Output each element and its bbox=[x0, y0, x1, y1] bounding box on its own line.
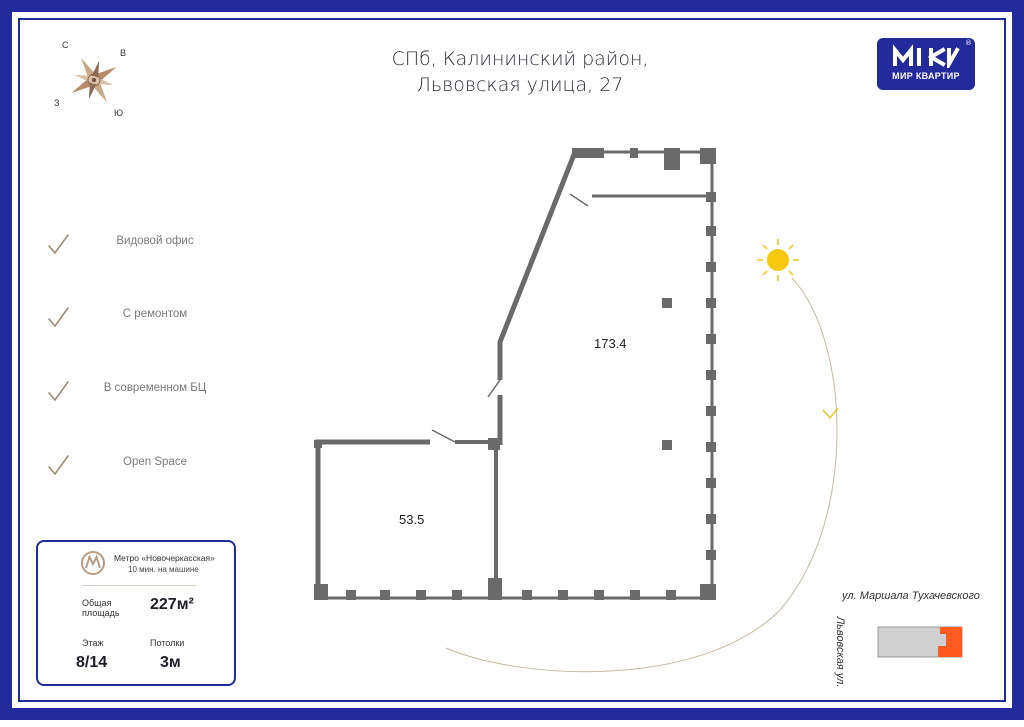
area-label: Общая площадь bbox=[82, 598, 120, 618]
compass-rose: С В З Ю bbox=[48, 38, 138, 122]
check-icon bbox=[48, 234, 69, 255]
page-title: СПб, Калининский район, Львовская улица,… bbox=[340, 46, 700, 98]
brand-logo: МИР КВАРТИР ® bbox=[877, 38, 975, 90]
info-card: Метро «Новочеркасская» 10 мин. на машине… bbox=[36, 540, 236, 686]
compass-south: Ю bbox=[114, 108, 124, 118]
feature-item: С ремонтом bbox=[40, 305, 240, 331]
compass-west: З bbox=[54, 98, 60, 108]
area-label-line-1: Общая bbox=[82, 598, 112, 608]
metro-name: Метро «Новочеркасская» bbox=[114, 553, 215, 563]
metro-icon bbox=[81, 551, 105, 575]
compass-icon bbox=[71, 57, 117, 103]
metro-distance: 10 мин. на машине bbox=[128, 565, 199, 574]
area-value: 227м² bbox=[150, 596, 194, 613]
feature-label: С ремонтом bbox=[122, 308, 188, 320]
feature-item: В современном БЦ bbox=[40, 379, 240, 405]
ceiling-label: Потолки bbox=[150, 638, 185, 648]
check-icon bbox=[48, 381, 69, 402]
title-line-1: СПб, Калининский район, bbox=[391, 48, 649, 70]
info-divider bbox=[82, 585, 196, 586]
mk-logo-icon bbox=[893, 44, 960, 68]
street-main-label: ул. Маршала Тухачевского bbox=[842, 590, 980, 602]
title-line-2: Львовская улица, 27 bbox=[416, 74, 624, 96]
feature-item: Видовой офис bbox=[40, 232, 240, 258]
inner-border bbox=[18, 18, 1006, 702]
floor-label: Этаж bbox=[82, 638, 104, 648]
street-side-label: Львовская ул. bbox=[834, 616, 846, 688]
floor-value: 8/14 bbox=[76, 654, 108, 671]
area-label-line-2: площадь bbox=[82, 608, 120, 618]
compass-north: С bbox=[62, 40, 69, 50]
logo-text: МИР КВАРТИР bbox=[892, 71, 960, 81]
ceiling-value: 3м bbox=[160, 654, 181, 671]
logo-registered-mark: ® bbox=[965, 39, 972, 47]
feature-label: В современном БЦ bbox=[103, 382, 207, 394]
check-icon bbox=[48, 455, 69, 476]
feature-item: Open Space bbox=[40, 453, 240, 479]
feature-label: Видовой офис bbox=[116, 235, 194, 247]
compass-east: В bbox=[120, 48, 127, 58]
feature-label: Open Space bbox=[123, 456, 187, 468]
check-icon bbox=[48, 307, 69, 328]
